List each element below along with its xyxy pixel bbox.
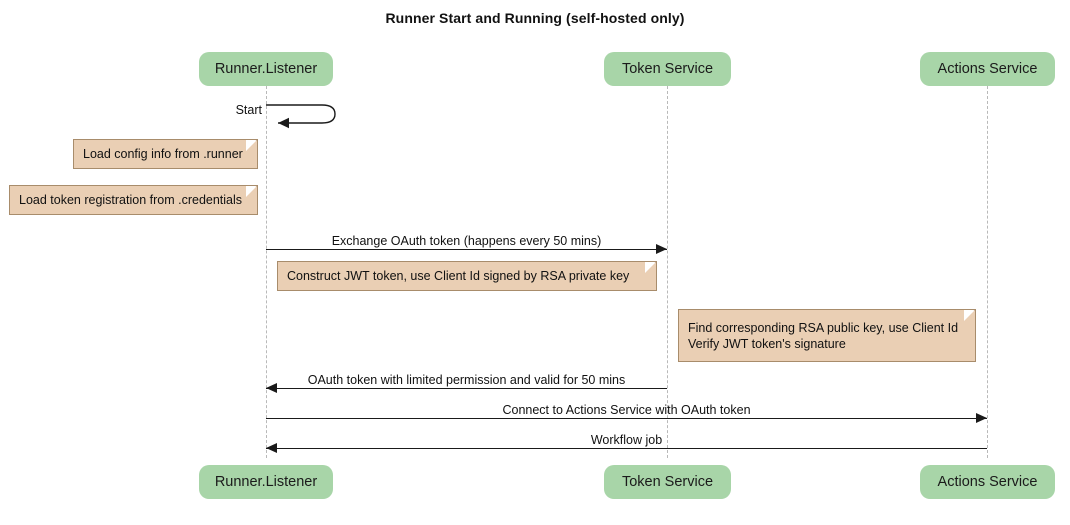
participant-token-top[interactable]: Token Service (604, 52, 731, 86)
participant-token-bottom[interactable]: Token Service (604, 465, 731, 499)
message-label-connect-actions-service: Connect to Actions Service with OAuth to… (502, 403, 751, 417)
lifeline-actions (987, 86, 988, 458)
note-load-token-registration: Load token registration from .credential… (9, 185, 258, 215)
message-line-oauth-token-response (266, 388, 667, 389)
note-fold-corner-icon (964, 310, 975, 321)
participant-label: Actions Service (937, 61, 1038, 77)
participant-label: Actions Service (937, 474, 1038, 490)
arrowhead-right-icon (656, 244, 667, 254)
message-label-oauth-token-response: OAuth token with limited permission and … (307, 373, 626, 387)
note-construct-jwt: Construct JWT token, use Client Id signe… (277, 261, 657, 291)
page-title: Runner Start and Running (self-hosted on… (385, 10, 685, 26)
participant-label: Runner.Listener (214, 474, 318, 490)
note-text: Find corresponding RSA public key, use C… (688, 320, 959, 351)
message-start-selfloop (264, 101, 340, 129)
participant-label: Runner.Listener (214, 61, 318, 77)
message-line-exchange-oauth-token (266, 249, 667, 250)
message-line-connect-actions-service (266, 418, 987, 419)
note-text: Load token registration from .credential… (19, 193, 243, 207)
lifeline-token (667, 86, 668, 458)
note-fold-corner-icon (246, 186, 257, 197)
note-load-config: Load config info from .runner (73, 139, 258, 169)
note-fold-corner-icon (246, 140, 257, 151)
lifeline-runner (266, 86, 267, 458)
participant-actions-bottom[interactable]: Actions Service (920, 465, 1055, 499)
note-text: Construct JWT token, use Client Id signe… (287, 269, 630, 283)
note-text: Load config info from .runner (83, 147, 243, 161)
participant-actions-top[interactable]: Actions Service (920, 52, 1055, 86)
arrowhead-right-icon (976, 413, 987, 423)
arrowhead-left-icon (266, 443, 277, 453)
participant-runner-top[interactable]: Runner.Listener (199, 52, 333, 86)
message-line-workflow-job (266, 448, 987, 449)
participant-label: Token Service (621, 61, 714, 77)
message-label-exchange-oauth-token: Exchange OAuth token (happens every 50 m… (331, 234, 602, 248)
participant-label: Token Service (621, 474, 714, 490)
note-verify-jwt: Find corresponding RSA public key, use C… (678, 309, 976, 362)
arrowhead-left-icon (266, 383, 277, 393)
message-label-workflow-job: Workflow job (590, 433, 663, 447)
participant-runner-bottom[interactable]: Runner.Listener (199, 465, 333, 499)
note-fold-corner-icon (645, 262, 656, 273)
message-label-start: Start (235, 103, 262, 117)
